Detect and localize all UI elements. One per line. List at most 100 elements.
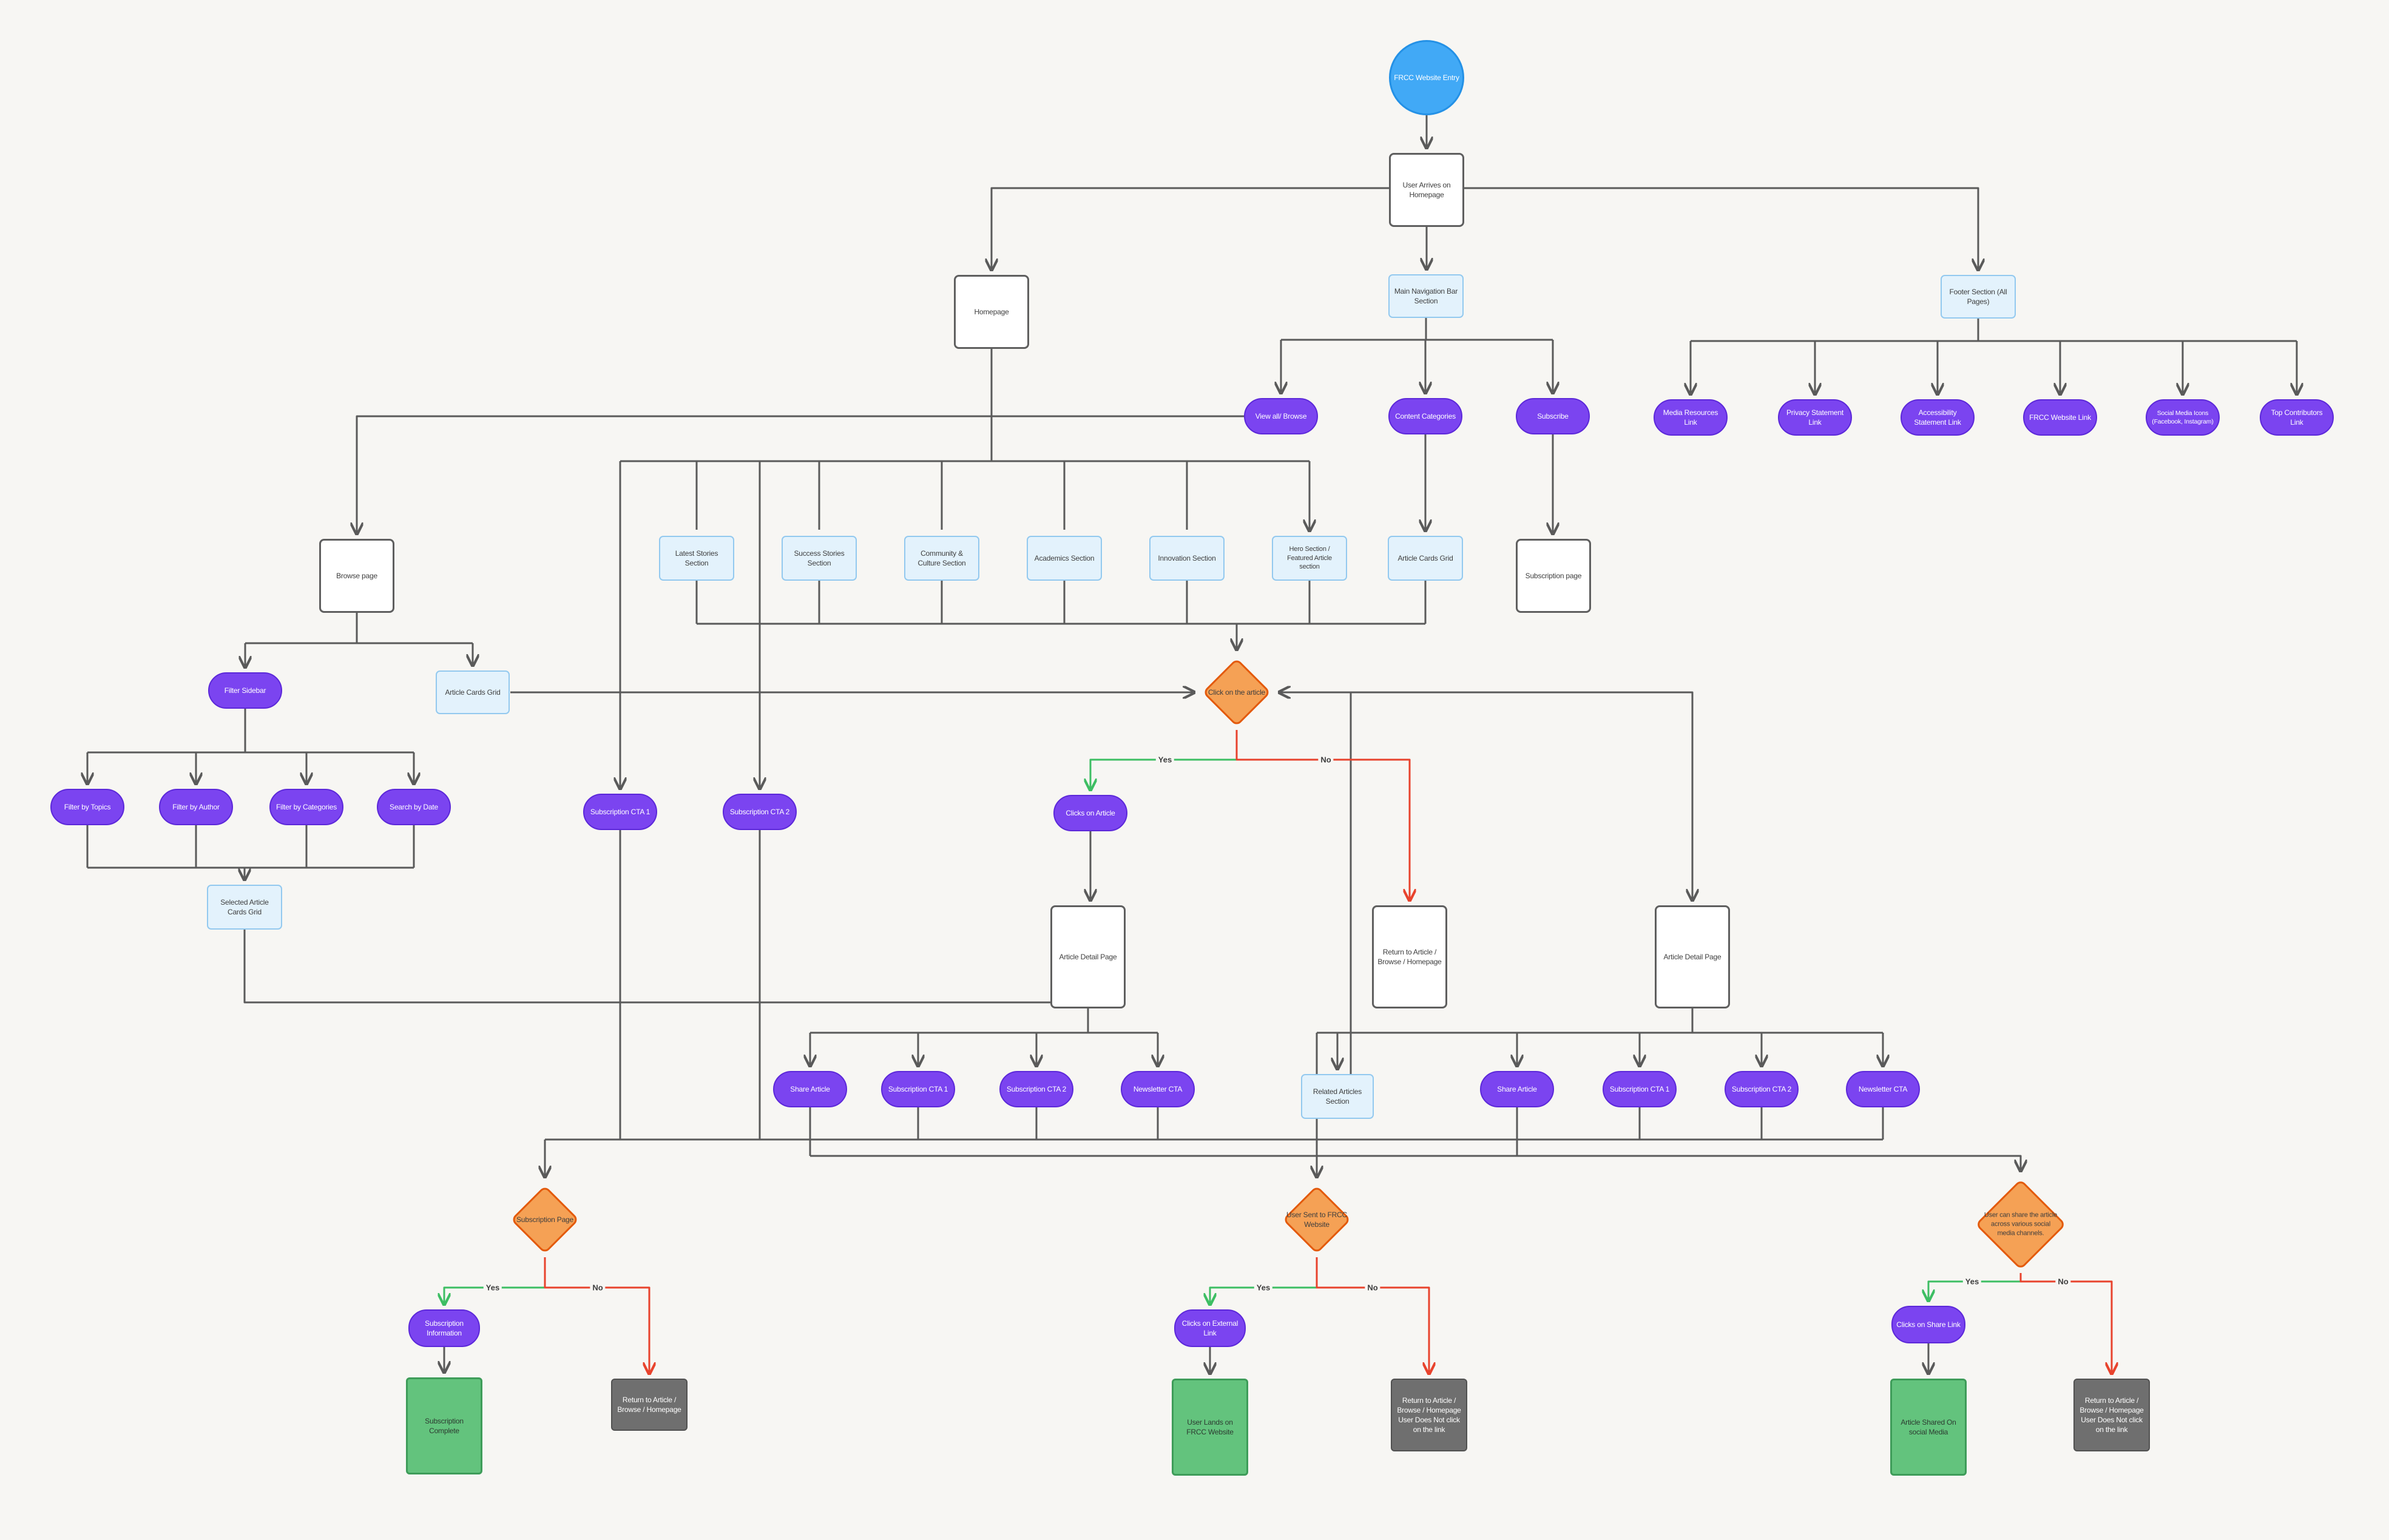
- node-hero-featured-section: Hero Section / Featured Article section: [1272, 536, 1347, 581]
- node-label: Subscription CTA 2: [1731, 1084, 1792, 1093]
- node-label: Newsletter CTA: [1133, 1084, 1183, 1093]
- node-label: Content Categories: [1395, 411, 1456, 420]
- node-label: Filter by Categories: [275, 802, 337, 811]
- node-label: Social Media Icons (Facebook, Instagram): [2152, 409, 2214, 425]
- node-label: Article Cards Grid: [445, 687, 501, 697]
- edge-adp2-bus: [1317, 1008, 1883, 1034]
- node-label: Clicks on Article: [1066, 808, 1115, 817]
- node-share-article-1: Share Article: [773, 1071, 847, 1107]
- edge-viewall-browse: [357, 415, 1244, 533]
- node-frcc-website-entry: FRCC Website Entry: [1389, 40, 1464, 115]
- node-user-arrives-homepage: User Arrives on Homepage: [1389, 153, 1464, 227]
- node-label: Return to Article / Browse / Homepage Us…: [2080, 1396, 2144, 1434]
- node-label: Subscription CTA 1: [1609, 1084, 1670, 1093]
- node-clicks-on-share-link: Clicks on Share Link: [1891, 1306, 1965, 1343]
- node-label: View all/ Browse: [1255, 411, 1307, 420]
- node-privacy-statement-link: Privacy Statement Link: [1778, 399, 1852, 436]
- node-label: Article Detail Page: [1663, 952, 1722, 961]
- edge-arrives-to-footer: [1464, 187, 1978, 269]
- node-label: Main Navigation Bar Section: [1394, 286, 1458, 305]
- node-article-cards-grid-browse: Article Cards Grid: [436, 670, 510, 714]
- node-label: User Lands on FRCC Website: [1186, 1417, 1234, 1436]
- node-label: Clicks on External Link: [1181, 1319, 1238, 1337]
- node-label: Hero Section / Featured Article section: [1287, 545, 1332, 571]
- node-label: Subscription page: [1525, 571, 1582, 580]
- node-label: Homepage: [974, 307, 1009, 316]
- node-subscription-page-decision: Subscription Page: [510, 1185, 580, 1254]
- node-label: FRCC Website Link: [2029, 413, 2091, 422]
- node-label: Selected Article Cards Grid: [220, 897, 269, 916]
- node-related-articles-section: Related Articles Section: [1301, 1074, 1374, 1119]
- edge-adp1-bus: [810, 1008, 1158, 1034]
- node-return-gray-3: Return to Article / Browse / Homepage Us…: [2073, 1379, 2150, 1451]
- edge-share-bus: [809, 1107, 2021, 1170]
- node-label: Article Cards Grid: [1397, 553, 1453, 562]
- node-accessibility-statement-link: Accessibility Statement Link: [1901, 399, 1975, 436]
- node-subscription-information: Subscription Information: [408, 1309, 480, 1347]
- node-article-detail-page-2: Article Detail Page: [1655, 905, 1730, 1008]
- node-search-by-date: Search by Date: [377, 789, 451, 825]
- node-label: Article Detail Page: [1059, 952, 1117, 961]
- node-filter-by-categories: Filter by Categories: [269, 789, 343, 825]
- node-label: Subscription Complete: [425, 1416, 464, 1435]
- node-label: Footer Section (All Pages): [1949, 287, 2007, 306]
- node-media-resources-link: Media Resources Link: [1654, 399, 1728, 436]
- node-label: Filter by Topics: [64, 802, 111, 811]
- node-label: Privacy Statement Link: [1786, 408, 1843, 427]
- edge-browse-bus: [245, 613, 473, 644]
- node-label: Innovation Section: [1158, 553, 1216, 562]
- node-share-article-2: Share Article: [1480, 1071, 1554, 1107]
- decision-label-yes-share: Yes: [1962, 1277, 1982, 1286]
- node-label: Success Stories Section: [794, 549, 845, 567]
- node-label: Subscription Information: [425, 1319, 464, 1337]
- node-label: Share Article: [790, 1084, 830, 1093]
- node-academics-section: Academics Section: [1027, 536, 1102, 581]
- node-subscription-cta-1-article2: Subscription CTA 1: [1603, 1071, 1677, 1107]
- node-click-on-article-decision: Click on the article: [1202, 658, 1271, 727]
- node-subscription-cta-2-article2: Subscription CTA 2: [1725, 1071, 1799, 1107]
- decision-label-no-subscription: No: [590, 1283, 606, 1292]
- node-label: Top Contributors Link: [2271, 408, 2323, 427]
- node-share-social-decision: User can share the article across variou…: [1975, 1179, 2066, 1270]
- node-label: Return to Article / Browse / Homepage Us…: [1397, 1396, 1461, 1434]
- node-clicks-on-article: Clicks on Article: [1053, 795, 1127, 831]
- node-label: Community & Culture Section: [917, 549, 966, 567]
- node-return-gray-1: Return to Article / Browse / Homepage: [611, 1379, 688, 1431]
- edge-mainnav-bus: [1281, 318, 1553, 341]
- node-label: Subscription CTA 2: [729, 807, 790, 816]
- decision-label-no-click-article: No: [1318, 755, 1334, 765]
- node-innovation-section: Innovation Section: [1149, 536, 1225, 581]
- decision-label-yes-frcc: Yes: [1254, 1283, 1273, 1292]
- node-subscription-cta-2: Subscription CTA 2: [723, 794, 797, 830]
- node-return-gray-2: Return to Article / Browse / Homepage Us…: [1391, 1379, 1467, 1451]
- node-label: Return to Article / Browse / Homepage: [617, 1395, 681, 1414]
- node-label: Share Article: [1497, 1084, 1537, 1093]
- node-view-all-browse: View all/ Browse: [1244, 398, 1318, 434]
- node-label: Subscription CTA 2: [1006, 1084, 1067, 1093]
- edge-loop-adp2: [1351, 691, 1692, 899]
- node-label: User Arrives on Homepage: [1402, 180, 1451, 199]
- node-label: Browse page: [336, 571, 377, 580]
- edge-no-return-gray1: [544, 1257, 649, 1373]
- node-success-stories-section: Success Stories Section: [782, 536, 857, 581]
- node-label: Media Resources Link: [1663, 408, 1718, 427]
- edge-related-loop-diamond: [1280, 692, 1352, 1074]
- node-newsletter-cta-1: Newsletter CTA: [1121, 1071, 1195, 1107]
- node-label: User can share the article across variou…: [1984, 1211, 2058, 1237]
- edge-homepage-bus: [620, 349, 1309, 462]
- node-clicks-on-external-link: Clicks on External Link: [1174, 1309, 1246, 1347]
- node-subscribe: Subscribe: [1516, 398, 1590, 434]
- edge-ctas-subscription-bus: [545, 830, 1884, 1141]
- node-label: Filter Sidebar: [224, 686, 266, 695]
- node-label: Subscription CTA 1: [888, 1084, 948, 1093]
- node-subscription-cta-1: Subscription CTA 1: [583, 794, 657, 830]
- node-filter-by-topics: Filter by Topics: [50, 789, 124, 825]
- node-latest-stories-section: Latest Stories Section: [659, 536, 734, 581]
- node-filter-sidebar: Filter Sidebar: [208, 672, 282, 709]
- node-homepage: Homepage: [954, 275, 1029, 349]
- node-label: Subscribe: [1537, 411, 1569, 420]
- node-user-lands-frcc-website: User Lands on FRCC Website: [1172, 1379, 1248, 1476]
- edge-filter-bus: [87, 709, 414, 754]
